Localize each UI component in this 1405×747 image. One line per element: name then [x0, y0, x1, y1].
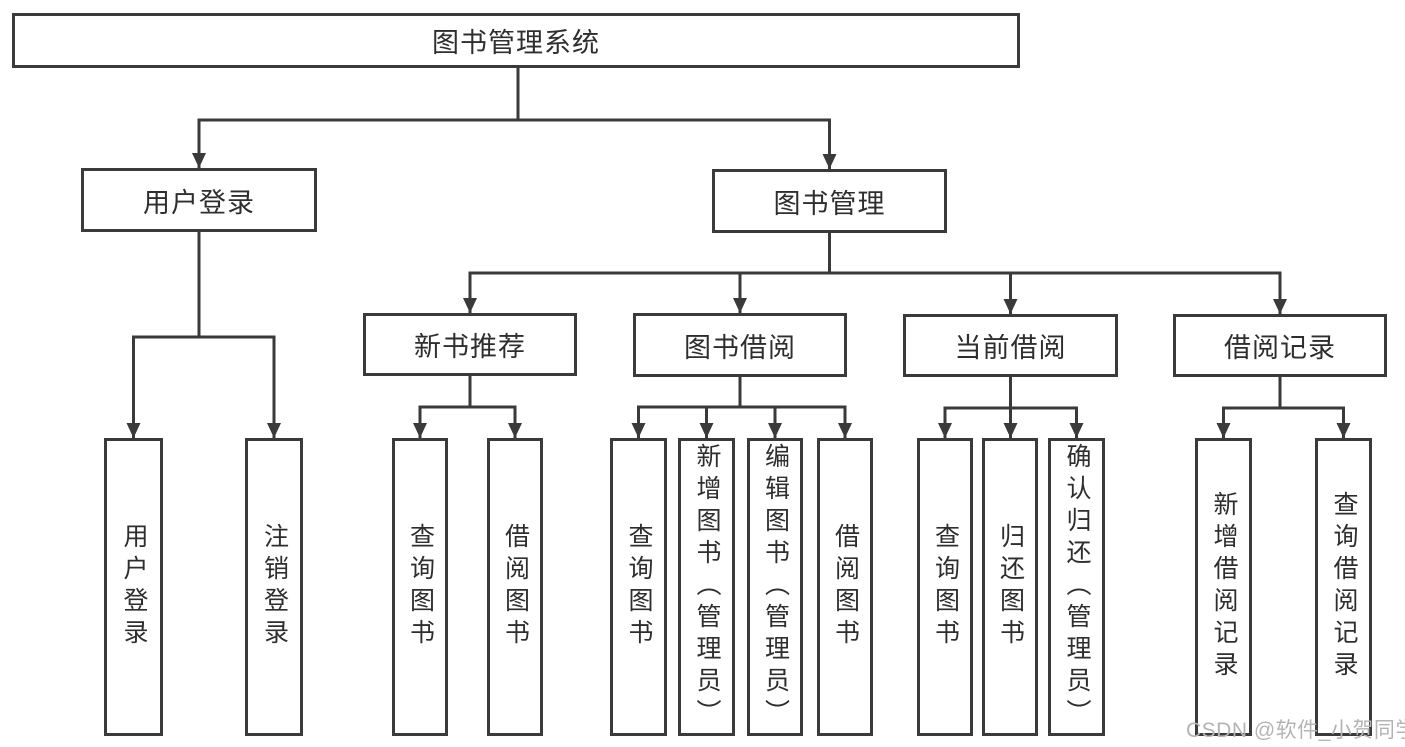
node-label: 借阅图书: [501, 523, 530, 651]
node-borrowing-records: 借阅记录: [1173, 314, 1387, 377]
leaf-edit-books-admin: 编辑图书（管理员）: [747, 438, 803, 736]
node-label: 查询图书: [406, 523, 435, 651]
node-label: 编辑图书（管理员）: [761, 443, 790, 731]
leaf-query-books-borrow: 查询图书: [610, 438, 667, 736]
leaf-query-borrow-record: 查询借阅记录: [1315, 438, 1372, 736]
leaf-add-borrow-record: 新增借阅记录: [1195, 438, 1252, 736]
node-label: 当前借阅: [954, 333, 1067, 363]
leaf-logout: 注销登录: [245, 438, 303, 736]
node-new-book-recommendation: 新书推荐: [363, 313, 577, 376]
node-label: 查询图书: [625, 523, 653, 651]
node-label: 归还图书: [996, 523, 1025, 651]
node-label: 查询图书: [931, 523, 960, 651]
leaf-query-books-current: 查询图书: [917, 438, 973, 736]
node-book-borrowing: 图书借阅: [633, 313, 847, 377]
node-label: 确认归还（管理员）: [1063, 443, 1091, 731]
node-label: 注销登录: [260, 523, 289, 651]
leaf-user-login: 用户登录: [104, 438, 163, 736]
leaf-return-books: 归还图书: [982, 438, 1038, 736]
node-label: 用户登录: [120, 523, 148, 651]
leaf-query-books-recommend: 查询图书: [392, 438, 448, 736]
node-user-login: 用户登录: [81, 168, 317, 232]
watermark-csdn: CSDN @软件_小贺同学: [1186, 719, 1405, 742]
node-book-management: 图书管理: [712, 169, 947, 233]
node-label: 图书借阅: [684, 332, 796, 363]
node-label: 查询借阅记录: [1330, 491, 1358, 683]
node-label: 用户登录: [143, 187, 255, 218]
node-label: 借阅记录: [1224, 333, 1336, 363]
node-current-borrowing: 当前借阅: [903, 314, 1118, 377]
leaf-add-books-admin: 新增图书（管理员）: [678, 438, 735, 736]
node-label: 新增借阅记录: [1210, 491, 1238, 683]
node-label: 新书推荐: [414, 332, 526, 362]
node-label: 图书管理: [773, 188, 886, 219]
node-label: 图书管理系统: [432, 28, 600, 58]
leaf-borrow-books: 借阅图书: [817, 438, 873, 736]
leaf-borrow-books-recommend: 借阅图书: [487, 438, 543, 736]
leaf-confirm-return-admin: 确认归还（管理员）: [1048, 438, 1105, 736]
node-label: 新增图书（管理员）: [693, 443, 721, 731]
node-label: 借阅图书: [831, 523, 860, 651]
node-library-management-system: 图书管理系统: [12, 13, 1020, 68]
